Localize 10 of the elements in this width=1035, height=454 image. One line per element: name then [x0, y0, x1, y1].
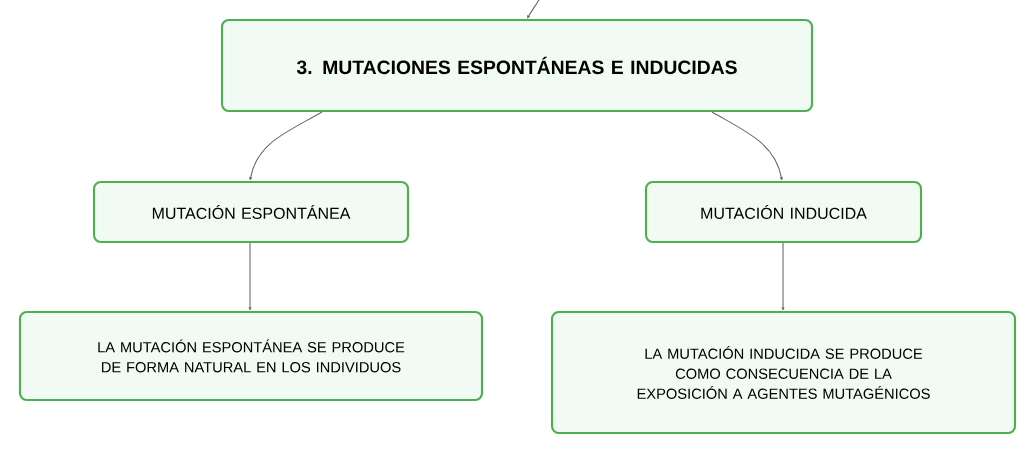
- arrow: [249, 111, 323, 181]
- arrow: [527, 0, 541, 19]
- concept-box: MUTACIÓN ESPONTÁNEA: [92, 180, 410, 244]
- concept-box: MUTACIÓN INDUCIDA: [644, 180, 923, 244]
- description-box: LA MUTACIÓN INDUCIDA SE PRODUCE COMO CONSECUENCIA DE LA EXPOSICIÓN A AGENTES MUTAGÉNICOS: [550, 310, 1017, 435]
- arrow: [711, 111, 783, 181]
- arrow: [781, 242, 785, 311]
- description-box: LA MUTACIÓN ESPONTÁNEA SE PRODUCE DE FORMA NATURAL EN LOS INDIVIDUOS: [18, 310, 484, 402]
- title-box: 3. MUTACIONES ESPONTÁNEAS E INDUCIDAS: [220, 18, 814, 113]
- arrow: [248, 242, 252, 311]
